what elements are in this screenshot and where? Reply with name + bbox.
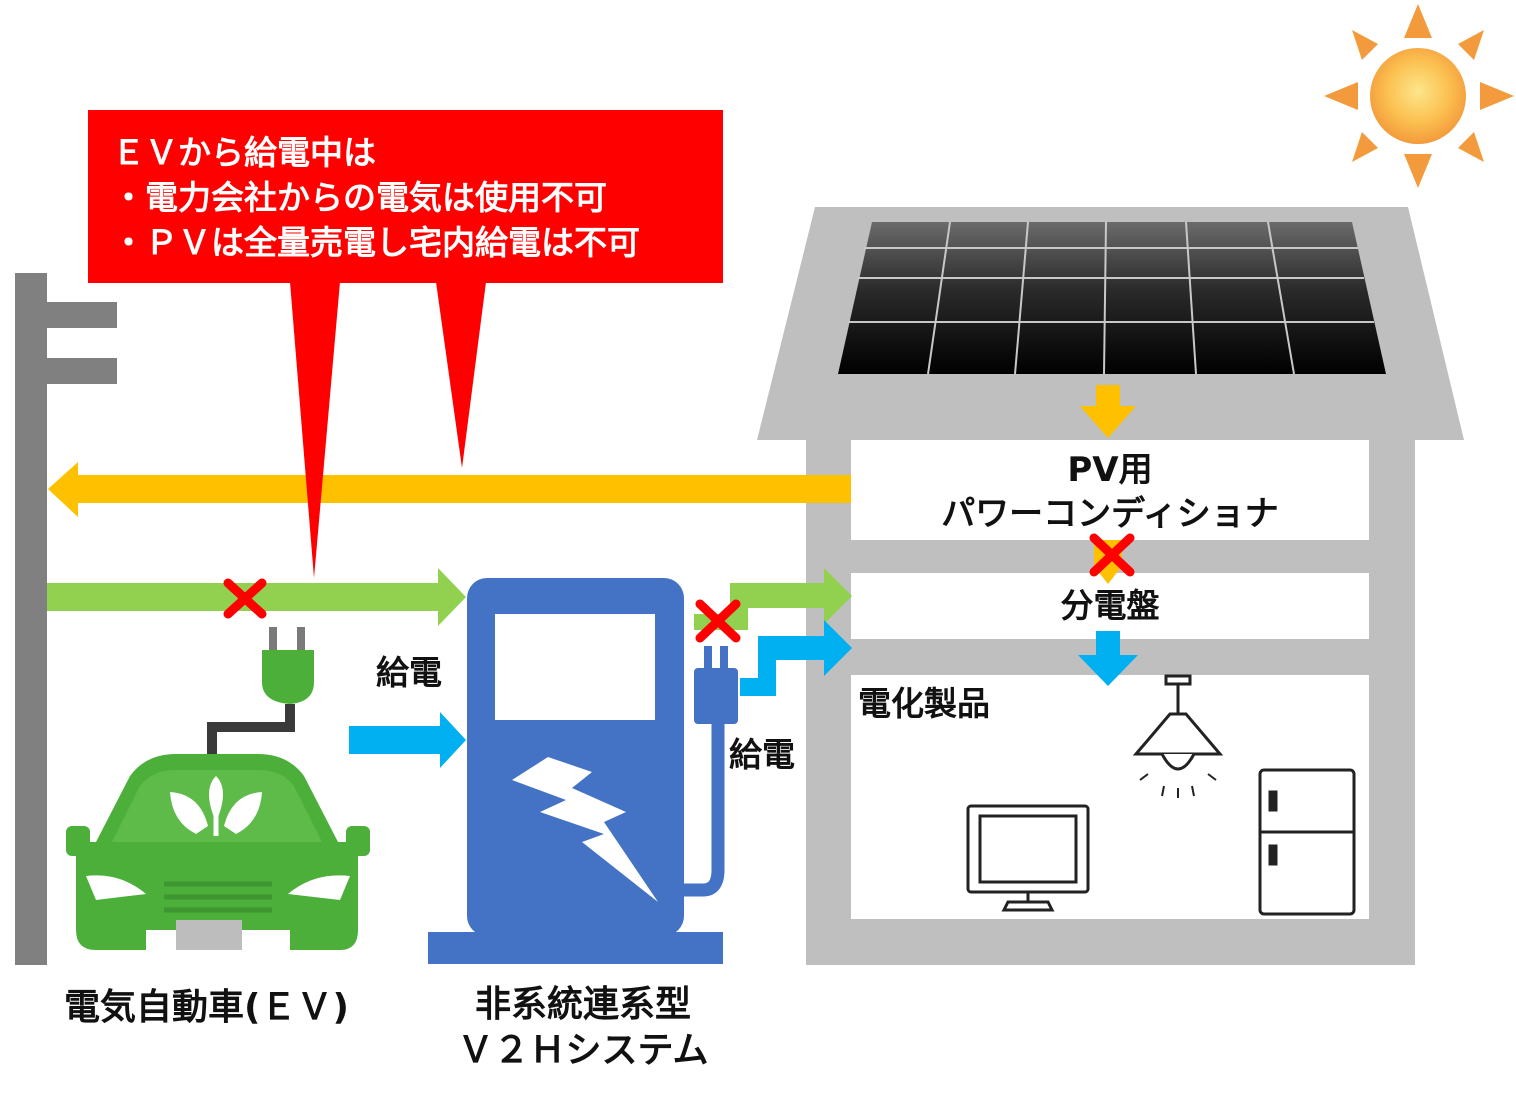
v2h-label: 非系統連系型 Ｖ２Ｈシステム	[418, 982, 748, 1074]
v2h-charger-icon	[428, 578, 738, 964]
v2h-to-board-green-arrow	[694, 568, 852, 630]
pcs-label-line1: PV用	[1067, 450, 1153, 490]
v2h-label-line2: Ｖ２Ｈシステム	[457, 1030, 709, 1071]
blocked-x-icon	[1089, 533, 1135, 577]
v2h-to-board-blue-arrow	[740, 620, 852, 696]
supply-label-right: 給電	[729, 735, 795, 774]
ev-to-v2h-arrow	[349, 712, 466, 768]
grid-to-v2h-arrow	[47, 568, 466, 626]
callout-line: ・電力会社からの電気は使用不可	[112, 178, 607, 217]
pcs-room	[851, 440, 1369, 540]
blocked-x-icon	[695, 599, 741, 643]
blocked-x-icon	[223, 578, 267, 619]
utility-pole-icon	[15, 273, 117, 965]
pcs-label: PV用 パワーコンディショナ	[851, 448, 1369, 536]
callout-line: ・ＰＶは全量売電し宅内給電は不可	[112, 223, 640, 262]
sun-icon	[1324, 4, 1514, 188]
solar-panel-icon	[838, 221, 1386, 375]
distribution-board-label: 分電盤	[1060, 586, 1160, 625]
ceiling-lamp-icon	[1132, 674, 1224, 798]
appliances-label: 電化製品	[858, 684, 990, 723]
v2h-label-line1: 非系統連系型	[474, 984, 691, 1025]
pv-sell-arrow	[48, 462, 851, 517]
pcs-label-line2: パワーコンディショナ	[941, 494, 1279, 534]
ev-label: 電気自動車(ＥＶ)	[64, 987, 349, 1028]
solar-to-pcs-arrow	[1080, 385, 1136, 438]
lightning-icon	[512, 757, 658, 902]
supply-label-left: 給電	[376, 653, 442, 692]
refrigerator-icon	[1258, 768, 1356, 916]
warning-callout	[88, 110, 723, 578]
warning-callout-text: ＥＶから給電中は ・電力会社からの電気は使用不可 ・ＰＶは全量売電し宅内給電は不…	[112, 130, 640, 265]
electric-car-icon	[66, 754, 370, 950]
callout-line: ＥＶから給電中は	[112, 133, 376, 172]
tv-icon	[966, 804, 1090, 912]
board-to-appliances-arrow	[1078, 631, 1138, 686]
distribution-room	[851, 573, 1369, 639]
